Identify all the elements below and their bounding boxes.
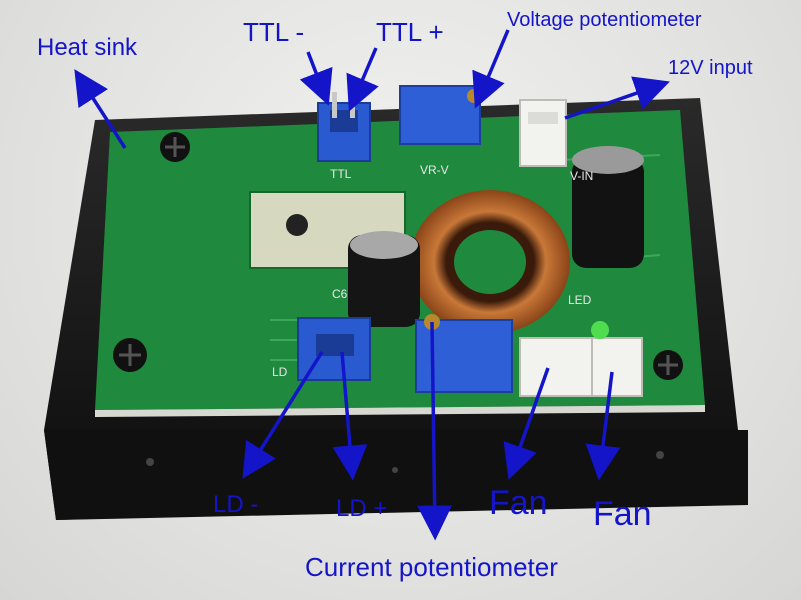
arrow-12v-input <box>564 76 670 120</box>
label-fan-2: Fan <box>593 495 652 533</box>
label-ttl-minus: TTL - <box>243 17 305 47</box>
input-connector <box>519 99 567 167</box>
arrow-ld-plus <box>332 351 368 481</box>
arrow-voltage-pot <box>472 29 510 109</box>
mounting-hole <box>286 214 308 236</box>
screw-top-left <box>160 132 190 162</box>
silk-ttl: TTL <box>330 167 352 181</box>
arrow-ttl-plus <box>346 47 379 112</box>
label-ld-minus: LD - <box>213 491 259 518</box>
status-led <box>591 321 609 339</box>
ttl-connector <box>317 92 371 162</box>
arrow-fan-2 <box>585 371 621 481</box>
fan-connector-1 <box>519 337 593 397</box>
silk-c6: C6 <box>332 287 348 301</box>
screw-bottom-right <box>653 350 683 380</box>
label-ld-plus: LD + <box>336 495 388 522</box>
silk-led: LED <box>568 293 592 307</box>
label-heat-sink: Heat sink <box>37 34 138 61</box>
arrow-ld-minus <box>242 351 324 479</box>
silk-vr-v: VR-V <box>420 163 449 177</box>
label-12v-input: 12V input <box>668 57 753 79</box>
silk-ld: LD <box>272 365 288 379</box>
label-current-potentiometer: Current potentiometer <box>305 552 558 582</box>
label-voltage-potentiometer: Voltage potentiometer <box>507 9 702 31</box>
arrow-current-pot <box>417 321 453 541</box>
arrow-ttl-minus <box>299 51 333 106</box>
voltage-potentiometer <box>399 85 481 145</box>
fan-connector-2 <box>591 337 643 397</box>
capacitor-c6 <box>348 231 420 327</box>
label-ttl-plus: TTL + <box>376 17 444 47</box>
silk-v-in: V-IN <box>570 169 593 183</box>
arrow-fan-1 <box>503 367 550 480</box>
arrow-heat-sink <box>74 69 127 149</box>
toroid-inductor <box>410 190 570 334</box>
capacitor-large <box>572 146 644 268</box>
screw-bottom-left <box>113 338 147 372</box>
label-fan-1: Fan <box>489 484 548 522</box>
